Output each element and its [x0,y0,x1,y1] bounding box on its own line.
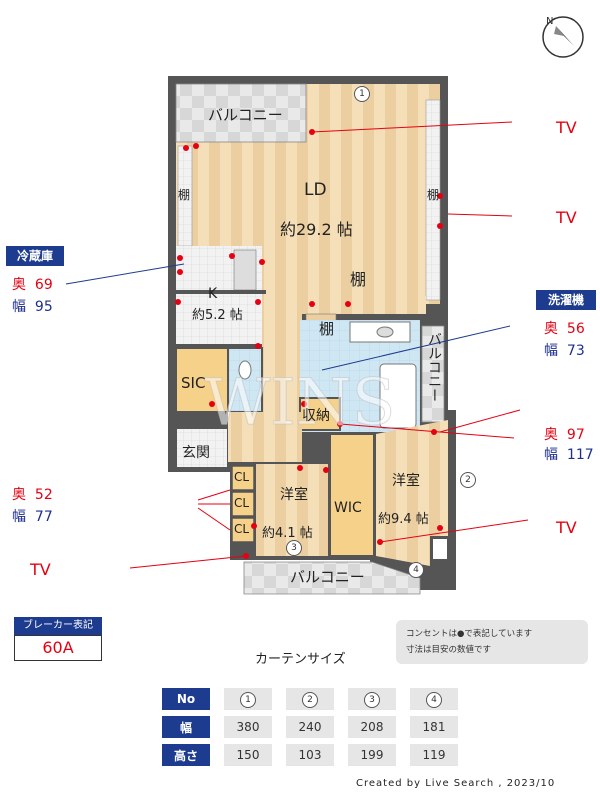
breaker-title: ブレーカー表記 [14,617,102,635]
room2-floor [376,420,448,566]
wic-floor [329,433,375,557]
curtain-height-3: 199 [348,744,396,766]
shelf-center-label: 棚 [350,270,367,289]
curtain-width-row: 幅 380 240 208 181 [162,716,458,738]
wic-label: WIC [334,500,362,516]
window-marker-2: 2 [460,472,476,488]
credit-line: Created by Live Search , 2023/10 [356,778,556,789]
room2-size: 約9.4 帖 [378,512,429,527]
washer2-width: 幅 117 [544,447,594,463]
curtain-col-2: 2 [286,688,334,710]
washer-depth: 奥 56 [544,321,585,337]
window-marker-4: 4 [408,562,424,578]
tv-label-1: TV [556,118,577,137]
balcony-top-floor [175,83,307,143]
curtain-height-2: 103 [286,744,334,766]
balcony-bottom-floor [243,561,421,595]
other-depth: 奥 52 [12,487,53,503]
closet-label-1: CL [234,470,250,484]
ld-size: 約29.2 帖 [280,220,353,239]
curtain-width-label: 幅 [162,716,210,738]
curtain-height-row: 高さ 150 103 199 119 [162,744,458,766]
ld-name: LD [304,180,327,200]
leader-lines [129,121,529,569]
fridge-width: 幅 95 [12,299,53,315]
fridge-tag: 冷蔵庫 [6,246,64,266]
curtain-height-label: 高さ [162,744,210,766]
shelf-small-label: 棚 [319,320,335,338]
watermark: WINS [205,366,396,440]
tv-label-2: TV [556,208,577,227]
room1-size: 約4.1 帖 [262,526,313,541]
room1-name: 洋室 [280,487,308,503]
balcony-bottom-label: バルコニー [290,568,365,586]
curtain-width-3: 208 [348,716,396,738]
shelf-right-label: 棚 [427,188,440,202]
compass-north-label: N [546,16,554,27]
kitchen-size: 約5.2 帖 [192,308,243,323]
curtain-height-4: 119 [410,744,458,766]
outlet-note-line1: コンセントは●で表記しています [406,629,533,639]
breaker-value: 60A [14,635,102,661]
compass: N [540,14,586,60]
window-marker-3: 3 [286,540,302,556]
tv-label-4: TV [30,560,51,579]
balcony-top-label: バルコニー [208,106,283,124]
floor-plan: WINS [65,76,529,595]
outlet-note-line2: 寸法は目安の数値です [406,645,492,655]
closet-label-2: CL [234,496,250,510]
sic-label: SIC [181,374,206,392]
fridge-depth: 奥 69 [12,277,53,293]
curtain-width-1: 380 [224,716,272,738]
curtain-height-1: 150 [224,744,272,766]
storage-label: 収納 [302,408,330,424]
room2-name: 洋室 [392,473,420,489]
curtain-col-1: 1 [224,688,272,710]
outlet-note: コンセントは●で表記しています 寸法は目安の数値です [396,620,588,664]
washer-tag: 洗濯機 [536,290,596,310]
shelf-left-label: 棚 [178,188,191,202]
curtain-col-4: 4 [410,688,458,710]
washer2-depth: 奥 97 [544,427,585,443]
tv-label-3: TV [556,518,577,537]
compass-icon [542,16,584,58]
closet-label-3: CL [234,522,250,536]
curtain-title: カーテンサイズ [255,652,346,667]
genkan-label: 玄関 [182,445,210,461]
curtain-width-2: 240 [286,716,334,738]
sic-floor [175,347,229,413]
curtain-header-no: No [162,688,210,710]
kitchen-name: K [208,286,218,302]
balcony-right-label: バルコニー [426,332,442,402]
window-marker-1: 1 [354,86,370,102]
other-width: 幅 77 [12,509,53,525]
curtain-col-3: 3 [348,688,396,710]
washer-width: 幅 73 [544,343,585,359]
curtain-width-4: 181 [410,716,458,738]
genkan-floor [175,427,229,469]
balcony-right-floor [421,325,445,423]
curtain-table: No 1 2 3 4 幅 380 240 208 181 高さ 150 103 … [148,682,472,772]
curtain-header-row: No 1 2 3 4 [162,688,458,710]
